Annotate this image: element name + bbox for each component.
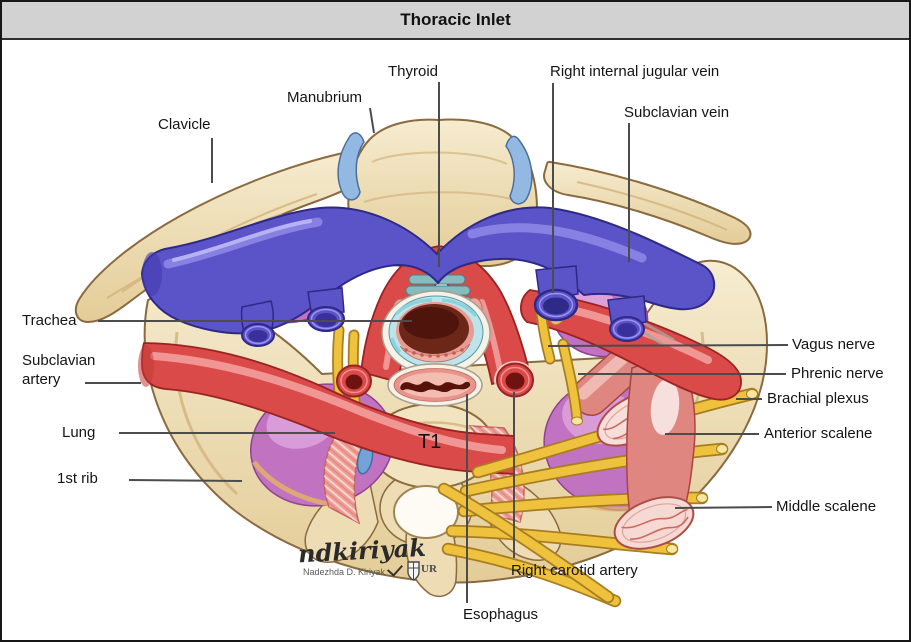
leader-middle-scalene [674,506,773,509]
label-middle-scalene: Middle scalene [776,498,877,515]
carotid-cut-ends [336,361,536,399]
esophagus-cross-section [387,363,483,407]
label-anterior-scalene: Anterior scalene [764,425,873,442]
label-1st-rib: 1st rib [57,470,98,487]
left-subclavian-artery [138,342,515,475]
ur-shield-icon [407,561,420,581]
label-right-carotid-artery: Right carotid artery [511,562,638,579]
ur-logo-text: UR [421,563,437,575]
sternoclavicular-cartilage [337,132,533,205]
label-subclavian-artery: Subclavian artery [22,352,96,388]
leader-manubrium [369,107,375,134]
label-right-internal-jugular-vein: Right internal jugular vein [550,63,720,80]
label-esophagus: Esophagus [463,606,539,623]
leader-lines [85,82,789,603]
leader-vagus-nerve [547,344,789,347]
trachea-cross-section [381,290,491,376]
brachiocephalic-and-subclavian-veins [140,206,716,347]
title-bar: Thoracic Inlet [2,2,909,40]
label-brachial-plexus: Brachial plexus [767,390,869,407]
figure-title: Thoracic Inlet [400,10,511,29]
label-vagus-nerve: Vagus nerve [792,336,876,353]
label-clavicle: Clavicle [158,116,211,133]
phrenic-nerve-shape [557,338,583,426]
label-manubrium: Manubrium [287,89,363,106]
label-subclavian-vein: Subclavian vein [624,104,730,121]
middle-scalene-muscle [613,362,696,550]
bone-right-clavicle [543,160,752,245]
label-trachea: Trachea [22,312,77,329]
label-phrenic-nerve: Phrenic nerve [791,365,884,382]
leader-1st-rib [128,479,243,482]
artist-name: Nadezhda D. Kiriyak [303,567,386,577]
label-lung: Lung [62,424,96,441]
label-thyroid: Thyroid [388,63,439,80]
label-t1-vertebra: T1 [418,431,442,453]
